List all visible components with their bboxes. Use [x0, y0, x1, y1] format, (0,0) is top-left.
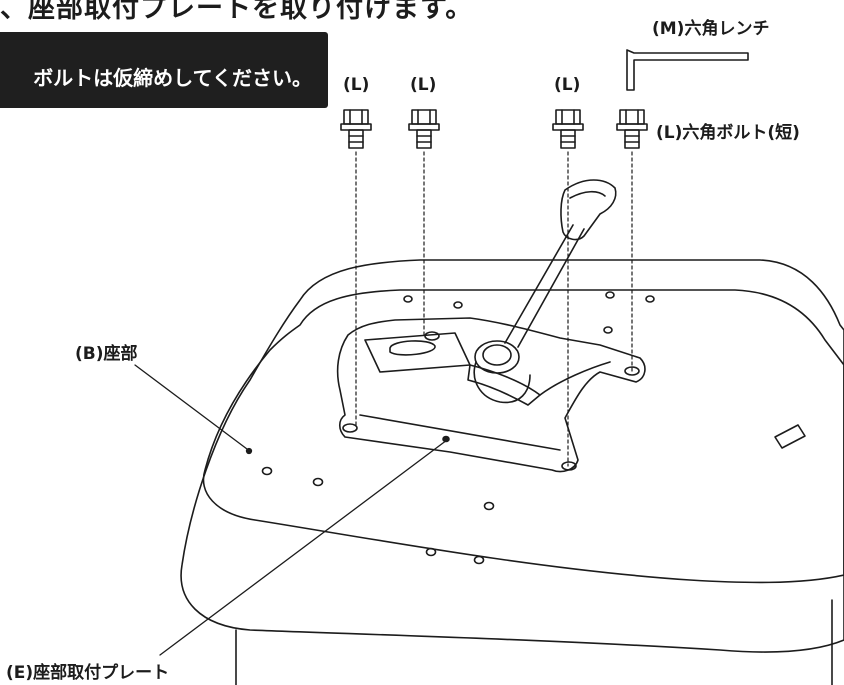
- seat-label: (B)座部: [75, 344, 138, 364]
- seat-outer: [180, 259, 844, 653]
- instruction-note: ボルトは仮締めしてください。: [0, 32, 328, 108]
- wrench-label: (M)六角レンチ: [652, 19, 770, 39]
- bolt-1: [340, 109, 372, 149]
- bolt-3: [552, 109, 584, 149]
- hex-wrench: [626, 49, 749, 91]
- bolt-label-1: (L): [343, 75, 370, 95]
- mounting-plate: [336, 317, 646, 473]
- instruction-note-text: ボルトは仮締めしてください。: [33, 66, 312, 90]
- gas-lever: [504, 179, 617, 348]
- step-title: 、座部取付プレートを取り付けます。: [0, 0, 474, 24]
- bolt-label-2: (L): [410, 75, 437, 95]
- plate-label: (E)座部取付プレート: [6, 663, 170, 683]
- bolt-4: [616, 109, 648, 149]
- bolt-2: [408, 109, 440, 149]
- guide-lines: [355, 151, 633, 467]
- seat-inner: [202, 289, 844, 584]
- leader-lines: [134, 364, 448, 656]
- seat-holes: [261, 291, 655, 565]
- chair-body: [235, 599, 833, 685]
- seat-slot: [774, 424, 806, 449]
- bolt-short-label: (L)六角ボルト(短): [656, 123, 800, 143]
- bolt-label-3: (L): [554, 75, 581, 95]
